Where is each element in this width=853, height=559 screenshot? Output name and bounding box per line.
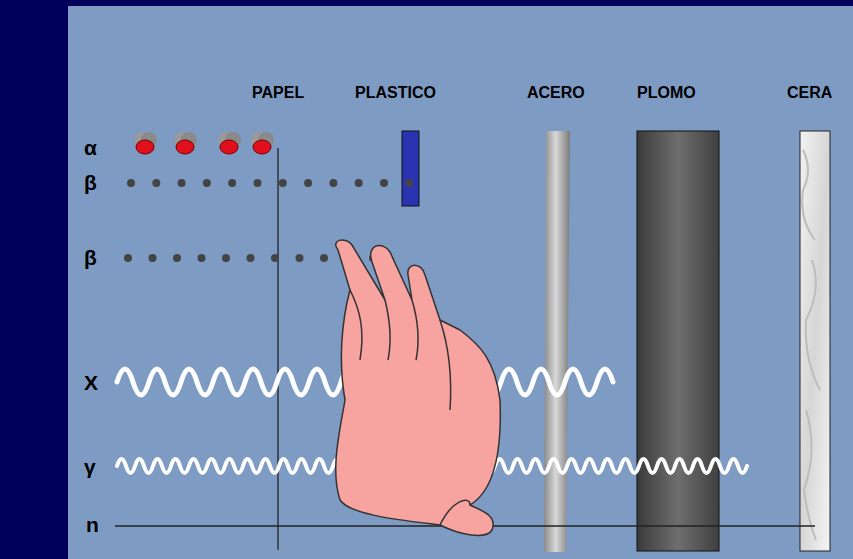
radiation-label: γ <box>84 456 96 477</box>
alpha-particle <box>251 132 274 154</box>
material-label: PLASTICO <box>355 85 436 101</box>
radiation-label: β <box>84 247 97 268</box>
radiation-label: n <box>86 514 99 535</box>
radiation-label: α <box>84 137 97 158</box>
beta-dot <box>254 179 262 187</box>
beta-dot <box>228 179 236 187</box>
beta-dot <box>149 254 157 262</box>
beta-dot <box>173 254 181 262</box>
beta-dot <box>127 179 135 187</box>
beta-dot <box>304 179 312 187</box>
wax-texture <box>802 150 820 540</box>
steel-plate <box>544 131 570 552</box>
beta-dot <box>380 179 388 187</box>
radiation-label: β <box>84 172 97 193</box>
alpha-particle <box>218 132 241 154</box>
alpha-particle <box>134 132 157 154</box>
beta-dot <box>329 179 337 187</box>
material-label: PLOMO <box>637 85 696 101</box>
beta-dot <box>124 254 132 262</box>
alpha-nucleon <box>176 140 194 154</box>
alpha-nucleon <box>220 140 238 154</box>
plastic-sheet <box>402 131 419 206</box>
material-label: ACERO <box>527 85 585 101</box>
alpha-nucleon <box>253 140 271 154</box>
lead-block <box>637 131 719 551</box>
beta-dot <box>247 254 255 262</box>
radiation-label: X <box>84 372 98 393</box>
hand-figure <box>336 240 501 535</box>
beta-dot <box>320 254 328 262</box>
beta-dot <box>198 254 206 262</box>
beta-dot <box>279 179 287 187</box>
beta-dot <box>152 179 160 187</box>
beta-dot <box>271 254 279 262</box>
material-label: PAPEL <box>252 85 304 101</box>
beta-dot <box>405 179 413 187</box>
material-label: CERA <box>787 85 832 101</box>
wax-block <box>800 131 830 551</box>
background-panel <box>68 6 853 559</box>
beta-dot <box>355 179 363 187</box>
alpha-particle <box>174 132 197 154</box>
alpha-nucleon <box>136 140 154 154</box>
beta-dot <box>178 179 186 187</box>
beta-dot <box>222 254 230 262</box>
paper-sheet <box>277 148 278 550</box>
beta-dot <box>296 254 304 262</box>
beta-dot <box>203 179 211 187</box>
